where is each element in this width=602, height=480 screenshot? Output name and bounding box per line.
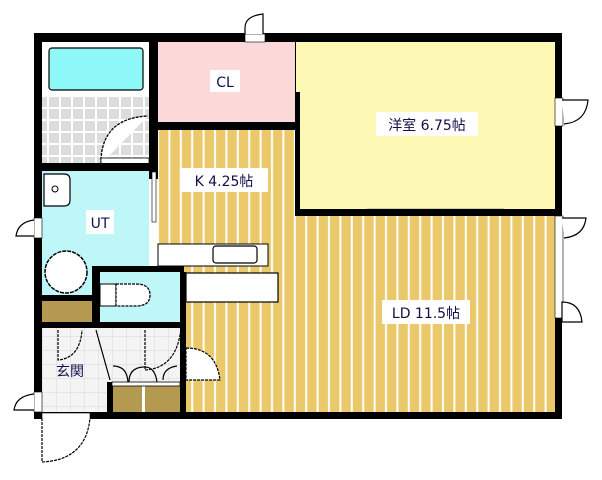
label-ld: LD 11.5帖 (392, 306, 460, 322)
shoe-storage (112, 384, 180, 412)
front-door (41, 417, 91, 463)
window-right-1 (562, 99, 589, 125)
label-kitchen: K 4.25帖 (195, 174, 254, 190)
window-right-3 (561, 301, 583, 323)
washing-machine (44, 250, 88, 294)
window-right-2 (562, 217, 587, 239)
window-top (244, 13, 264, 34)
label-cl: CL (216, 75, 234, 91)
washbasin (43, 173, 71, 207)
label-western: 洋室 6.75帖 (388, 117, 466, 134)
sink (212, 245, 258, 264)
kitchen-cabinet (185, 272, 279, 303)
ld-door (185, 347, 221, 381)
label-entrance: 玄関 (56, 363, 84, 380)
window-entrance (13, 393, 35, 411)
storage-ut (42, 301, 92, 322)
toilet (115, 283, 151, 307)
window-left (15, 219, 35, 237)
bathtub (48, 47, 144, 91)
label-ut: UT (91, 216, 110, 232)
